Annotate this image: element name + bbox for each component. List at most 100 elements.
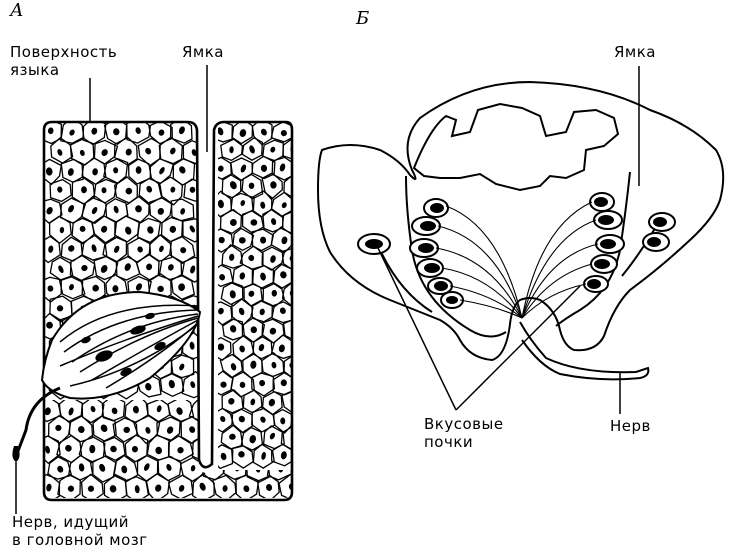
cell-nucleus [180, 208, 186, 215]
cell-nucleus [99, 463, 106, 472]
cell-nucleus [178, 283, 185, 291]
cell-nucleus [250, 360, 257, 369]
cell-nucleus [268, 398, 276, 407]
epithelial-cell [270, 334, 292, 360]
cell-nucleus [269, 432, 276, 440]
cell-nucleus [109, 485, 117, 493]
cell-nucleus [131, 446, 138, 453]
cell-nucleus [137, 246, 143, 253]
cell-nucleus [92, 284, 99, 292]
epithelial-cell [145, 473, 171, 498]
epithelial-cell [241, 137, 264, 161]
cell-nucleus [135, 205, 142, 213]
taste-buds-left [357, 198, 464, 309]
cell-nucleus [123, 426, 130, 433]
epithelial-cell [91, 214, 116, 244]
cell-nucleus [189, 225, 195, 233]
panel-a-diagram [12, 65, 294, 514]
cell-nucleus [271, 289, 278, 297]
cell-nucleus [238, 451, 245, 458]
cell-nucleus [79, 225, 86, 232]
cell-nucleus [57, 465, 64, 473]
cell-nucleus [219, 274, 226, 281]
epithelial-cell [103, 473, 128, 498]
cell-nucleus [218, 343, 225, 351]
epithelial-cell [136, 217, 162, 244]
cell-nucleus [190, 465, 196, 472]
cell-nucleus [59, 226, 65, 234]
cell-nucleus [125, 226, 132, 235]
cell-nucleus [260, 272, 266, 281]
epithelial-cell [135, 253, 160, 281]
cell-nucleus [269, 327, 277, 335]
cell-nucleus [239, 272, 246, 280]
cell-nucleus [56, 305, 64, 312]
cell-nucleus [81, 264, 88, 272]
cell-nucleus [134, 485, 140, 494]
cell-nucleus [238, 307, 245, 316]
epithelial-cell [80, 473, 104, 498]
epithelial-cell [57, 473, 81, 498]
cell-nucleus [279, 307, 286, 314]
cell-nucleus [191, 149, 197, 157]
cell-nucleus [91, 206, 98, 215]
cell-nucleus [239, 129, 247, 138]
cell-nucleus [229, 290, 236, 299]
epithelial-cell [282, 317, 292, 341]
epithelial-cell [133, 414, 161, 445]
cell-nucleus [46, 207, 53, 215]
cell-nucleus [266, 483, 273, 491]
cell-nucleus [68, 205, 75, 213]
cell-nucleus [270, 255, 276, 263]
epithelial-cell [281, 389, 292, 415]
epithelial-cell [219, 208, 243, 235]
cell-nucleus [229, 325, 237, 333]
epithelial-cell [170, 274, 196, 301]
epithelial-cell [242, 389, 263, 414]
epithelial-cell [261, 318, 285, 344]
epithelial-cell [280, 424, 292, 451]
cell-nucleus [69, 284, 74, 291]
cell-nucleus [170, 147, 176, 155]
cell-nucleus [189, 426, 196, 433]
papilla-outline [316, 80, 725, 362]
epithelial-cell [218, 444, 234, 470]
epithelial-cell [232, 227, 255, 252]
cell-nucleus [170, 186, 176, 193]
cell-nucleus [124, 263, 131, 271]
label-tongue-surface-1: Поверхность [10, 43, 118, 61]
cell-nucleus [121, 465, 128, 474]
epithelial-cell [78, 435, 106, 464]
epithelial-cell [218, 301, 233, 326]
epithelial-cell [68, 414, 94, 443]
cell-nucleus [280, 379, 287, 387]
epithelial-cell [126, 122, 151, 144]
cell-nucleus [145, 382, 152, 391]
epithelial-cell [256, 475, 280, 498]
label-nerve-brain-1: Нерв, идущий [12, 513, 130, 531]
cell-nucleus [145, 147, 152, 155]
cell-nucleus [157, 285, 164, 293]
cell-nucleus [79, 149, 85, 156]
cell-nucleus [189, 186, 196, 193]
cell-nucleus [68, 407, 74, 416]
epithelial-cell [251, 228, 275, 252]
epithelial-cell [219, 353, 244, 379]
epithelial-cell [271, 443, 292, 467]
cell-nucleus [81, 186, 87, 194]
cell-nucleus [101, 149, 108, 157]
cell-nucleus [278, 344, 285, 353]
epithelial-cell [220, 281, 244, 307]
epithelial-cell [46, 456, 73, 480]
cell-nucleus [229, 146, 234, 154]
epithelial-cell [261, 246, 285, 271]
epithelial-cell [218, 122, 233, 143]
epithelial-cell [167, 435, 194, 462]
cell-nucleus [250, 219, 258, 226]
epithelium-cells-bottom [44, 400, 292, 498]
epithelial-cell [271, 301, 292, 324]
cell-nucleus [218, 199, 224, 209]
cell-nucleus [157, 207, 164, 215]
cell-nucleus [45, 445, 50, 454]
cell-nucleus [100, 265, 108, 273]
